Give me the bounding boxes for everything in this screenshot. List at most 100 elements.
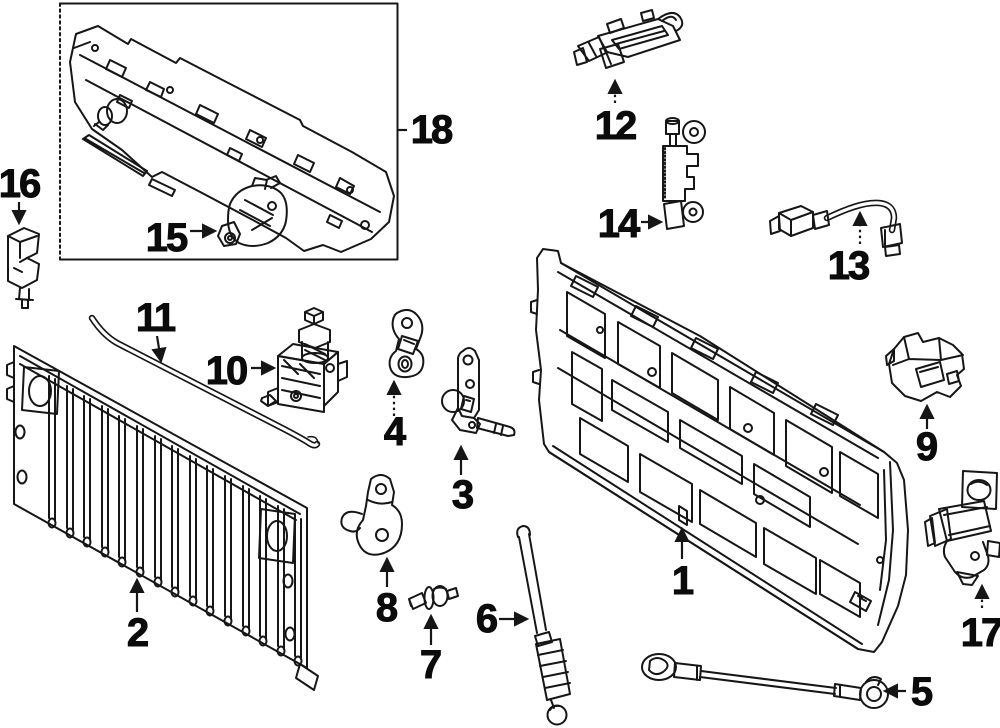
callout-3[interactable]: 3 [451,444,475,518]
inset-box-border [59,2,399,261]
outline [69,25,395,253]
hole [375,528,389,542]
callout-9-label[interactable]: 9 [915,425,939,470]
rod [518,533,547,634]
callout-6-label[interactable]: 6 [475,597,499,642]
callout-10-label[interactable]: 10 [205,349,249,394]
callout-2-label[interactable]: 2 [126,611,150,656]
body [938,500,992,542]
latch-rod-tip [678,505,688,526]
right-eyelet [859,679,889,709]
part-1-tailgate-panel [530,248,909,653]
left-mount-plate [21,366,60,415]
callout-9[interactable]: 9 [915,403,939,470]
outline [535,248,909,653]
part-9-striker-bracket [885,332,965,402]
hole [14,424,26,440]
part-7-clip [408,585,459,610]
part-8-hinge-plate [340,474,403,556]
callout-15-label[interactable]: 15 [145,216,190,261]
outline [388,309,425,379]
outline [355,474,403,556]
part-6-support-strut [516,525,571,726]
callout-5[interactable]: 5 [882,670,935,715]
outline [888,332,965,402]
hole [465,379,475,389]
callout-3-label[interactable]: 3 [451,473,475,518]
trim-strips [82,134,176,197]
pin [476,417,516,437]
part-5-support-cable [641,653,889,709]
upper-eyelet [682,120,706,144]
callout-5-label[interactable]: 5 [910,670,935,715]
pivot-boss [441,389,465,413]
callout-8[interactable]: 8 [375,556,400,631]
part-16-switch [7,227,40,309]
left-eyelet [641,653,677,681]
connector [778,205,814,237]
callout-12[interactable]: 12 [594,78,638,149]
callout-17[interactable]: 17 [960,583,1000,656]
callout-1-label[interactable]: 1 [671,559,696,604]
outline [7,227,40,289]
part-13-wire-harness [769,199,903,257]
callout-10[interactable]: 10 [205,349,277,394]
hole [397,355,413,373]
lower-eyelet [682,201,704,223]
callout-4[interactable]: 4 [383,379,409,455]
hole [284,626,296,642]
callout-16[interactable]: 16 [0,162,42,226]
hole [290,390,302,402]
callout-8-label[interactable]: 8 [375,586,400,631]
body [535,638,571,701]
hook [340,510,363,533]
callout-13-label[interactable]: 13 [827,244,871,289]
callout-11[interactable]: 11 [135,296,178,364]
outline [662,145,699,202]
callout-7-label[interactable]: 7 [419,643,443,688]
callout-11-label[interactable]: 11 [135,296,178,341]
part-2-bed-front-panel [6,345,319,691]
ribs [47,375,303,667]
part-18-reinforcement-bar [69,25,395,253]
callout-18-label[interactable]: 18 [410,108,455,153]
plate [961,470,998,510]
hole [375,483,387,495]
callout-11-arrow [151,335,167,364]
callout-6[interactable]: 6 [475,597,530,642]
part-12-handle [573,9,684,69]
part-10-lock-actuator [260,307,348,413]
callout-16-label[interactable]: 16 [0,162,42,207]
connector [880,223,903,248]
callout-4-label[interactable]: 4 [383,410,409,455]
hole [401,317,413,329]
callout-14[interactable]: 14 [597,202,664,247]
callout-18[interactable]: 18 [398,108,455,153]
tip [516,525,531,538]
callout-13[interactable]: 13 [827,210,871,289]
part-15-lock-actuator [217,175,288,247]
callout-14-label[interactable]: 14 [597,202,643,247]
mount-hole [224,232,236,244]
outline [227,184,288,247]
part-17-latch [924,470,1000,586]
hole [282,573,294,589]
callout-15[interactable]: 15 [145,216,218,261]
callout-7[interactable]: 7 [419,613,443,688]
callout-17-label[interactable]: 17 [960,611,1000,656]
cable [699,670,837,695]
callout-1[interactable]: 1 [671,526,696,604]
stamp-mark [849,591,872,612]
callout-2[interactable]: 2 [126,577,150,656]
part-3-hinge [441,347,516,437]
callout-12-label[interactable]: 12 [594,104,638,149]
part-14-bracket [662,117,706,230]
part-4-hinge-bracket [388,309,425,379]
part-11-release-cable [88,314,321,449]
hole [462,354,474,366]
part-18-inset-box [59,2,399,261]
horn [657,12,684,32]
grommet-clip [93,98,128,131]
